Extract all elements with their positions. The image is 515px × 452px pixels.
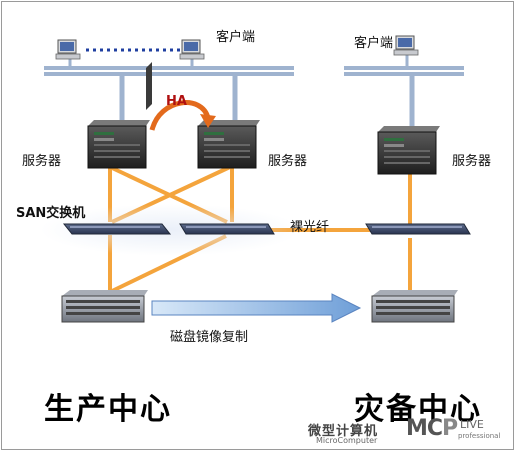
- client-pc-1: [55, 39, 81, 60]
- ha-label: HA: [166, 94, 187, 109]
- watermark-live: LIVE: [460, 418, 484, 431]
- san-switch-left: [62, 223, 172, 235]
- server-right: [377, 126, 440, 175]
- san-switch-label: SAN交换机: [16, 206, 86, 221]
- san-switch-mid: [179, 223, 275, 235]
- server-label-mid: 服务器: [268, 154, 308, 169]
- server-label-left: 服务器: [22, 154, 62, 169]
- disk-array-left: [61, 290, 148, 323]
- dr-center-title: 灾备中心: [354, 392, 482, 427]
- lan-right: [344, 54, 464, 130]
- client-pc-2: [179, 39, 205, 60]
- watermark-cn: 微型计算机: [308, 424, 379, 439]
- san-switch-right: [365, 223, 471, 235]
- server-label-right: 服务器: [452, 154, 492, 169]
- lan-left: [44, 58, 294, 122]
- mirror-arrow-icon: [151, 293, 362, 323]
- mirror-label: 磁盘镜像复制: [170, 330, 249, 345]
- watermark-logo-a: MC: [406, 416, 443, 441]
- watermark-logo-b: P: [442, 416, 458, 441]
- server-left: [87, 62, 152, 169]
- server-mid: [197, 120, 260, 169]
- ha-arrow-icon: [149, 100, 211, 131]
- client-label-right: 客户端: [354, 36, 394, 51]
- fiber-label: 裸光纤: [290, 220, 330, 235]
- watermark-logo: MCP: [406, 416, 458, 441]
- watermark-en: MicroComputer: [316, 436, 378, 445]
- client-pc-3: [393, 35, 419, 56]
- disk-array-right: [371, 290, 458, 323]
- ha-arrow-head: [200, 114, 216, 128]
- san-cloud: [40, 204, 300, 256]
- production-center-title: 生产中心: [44, 392, 172, 427]
- watermark-professional: professional: [458, 432, 501, 440]
- client-label-left: 客户端: [216, 30, 256, 45]
